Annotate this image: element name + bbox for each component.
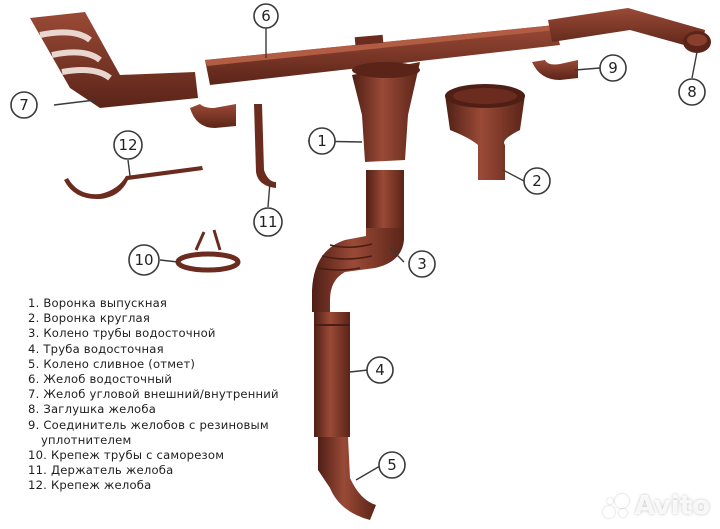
gutter-bracket-part [64,166,203,200]
callout-number: 11 [258,213,277,231]
legend-item: 3. Колено трубы водосточной [28,326,216,341]
corner-gutter-part [30,12,198,108]
outlet-funnel-part [352,62,420,162]
gutter-end-cap-part [548,8,711,53]
outlet-elbow-part [318,437,376,520]
downpipe-upper-part [366,170,404,230]
callout-number: 1 [317,132,327,150]
callout-8: 8 [678,78,706,106]
legend-item: 1. Воронка выпускная [28,296,168,310]
avito-watermark: Avito [601,491,710,521]
legend-item: 12. Крепеж желоба [28,478,152,493]
callout-1: 1 [308,127,336,155]
callout-number: 10 [134,251,153,269]
legend-item: 10. Крепеж трубы с саморезом [28,448,225,463]
callout-number: 2 [532,172,542,190]
callout-7: 7 [10,91,38,119]
gutter-connector-part [532,60,578,80]
legend-item: 5. Колено сливное (отмет) [28,356,196,371]
callout-number: 12 [118,136,137,154]
gutter-plug-part [190,104,236,128]
callout-number: 6 [261,7,271,25]
pipe-elbow-part [312,228,404,312]
callout-10: 10 [128,244,160,276]
watermark-text: Avito [634,491,710,521]
callout-number: 4 [375,361,385,379]
round-funnel-part [445,84,525,180]
callout-4: 4 [366,356,394,384]
legend-item: 7. Желоб угловой внешний/внутренний [28,387,279,402]
leader-lines [53,28,698,481]
legend-item: 4. Труба водосточная [28,341,164,356]
callout-12: 12 [113,130,143,160]
legend-item: 2. Воронка круглая [28,311,151,326]
callout-9: 9 [599,54,627,82]
callout-number: 8 [687,83,697,101]
callout-5: 5 [378,451,406,479]
callout-number: 7 [19,96,29,114]
callout-number: 5 [387,456,397,474]
callout-number: 9 [608,59,618,77]
pipe-clamp-part [175,229,241,273]
callout-11: 11 [253,207,283,237]
legend-item: 11. Держатель желоба [28,463,174,478]
gutter-holder-part [254,104,276,188]
legend-item: 6. Желоб водосточный [28,372,173,387]
parts-legend: 1. Воронка выпускная 2. Воронка круглая … [28,296,308,494]
callout-6: 6 [253,3,279,29]
legend-item: 8. Заглушка желоба [28,402,156,417]
gutter-part [205,25,560,85]
callout-2: 2 [523,167,551,195]
downpipe-part [314,312,350,437]
callout-number: 3 [417,255,427,273]
avito-logo-icon [601,492,631,520]
callout-3: 3 [408,250,436,278]
